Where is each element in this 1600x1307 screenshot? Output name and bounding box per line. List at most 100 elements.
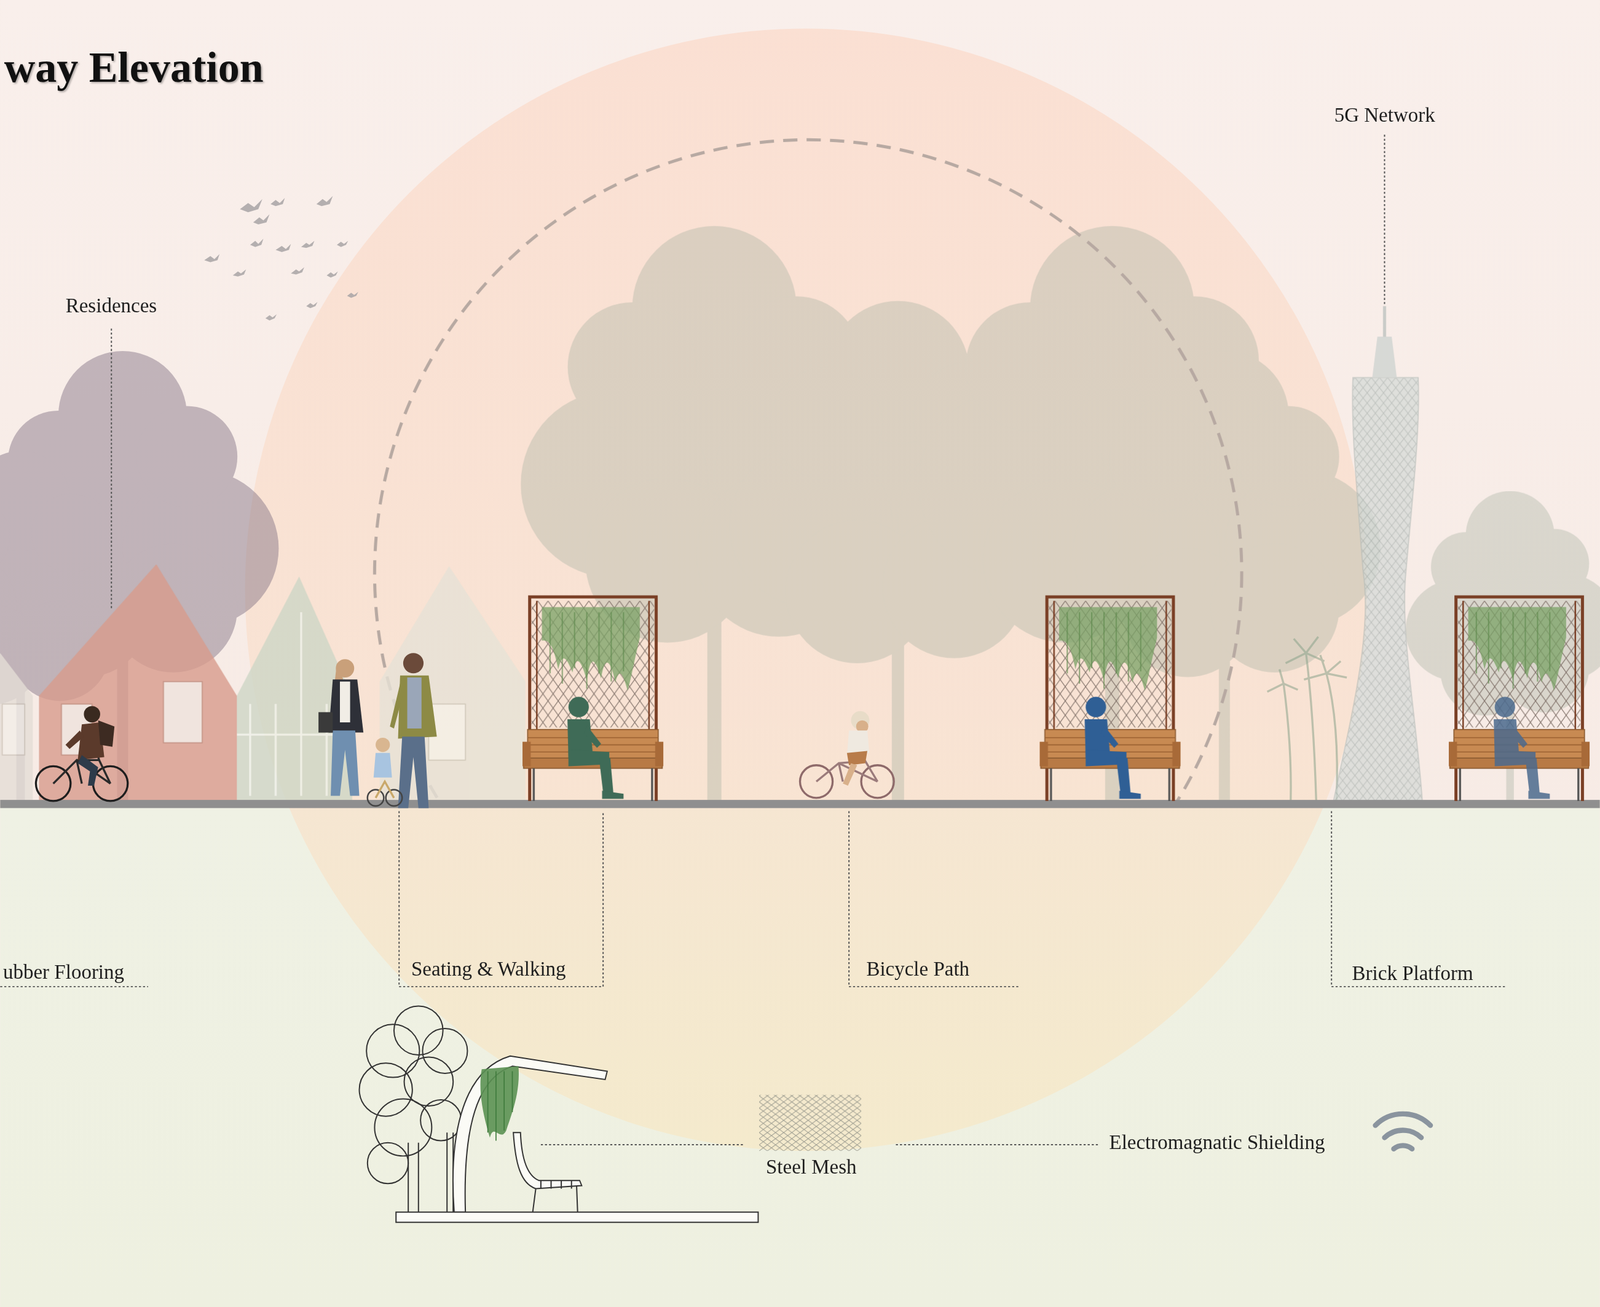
birds bbox=[265, 314, 277, 321]
leader-lines bbox=[540, 1143, 745, 1146]
material-label: Steel Mesh bbox=[765, 1154, 857, 1180]
swing-benches bbox=[522, 596, 1590, 801]
seated-people bbox=[567, 697, 624, 800]
background-trees bbox=[1405, 491, 1600, 801]
broadcast-tower bbox=[1333, 377, 1422, 801]
bench-detail-drawing bbox=[367, 1142, 409, 1184]
birds bbox=[301, 240, 315, 249]
walking-family bbox=[328, 679, 364, 733]
wifi-icon bbox=[1375, 1113, 1431, 1126]
adult-cyclist bbox=[35, 705, 128, 801]
birds bbox=[253, 214, 270, 225]
dashed-circle bbox=[374, 139, 1242, 802]
child-cyclist bbox=[847, 750, 868, 765]
palm-plants bbox=[1267, 669, 1299, 801]
walking-family bbox=[398, 675, 438, 739]
background-trees bbox=[520, 226, 1600, 801]
birds bbox=[204, 253, 220, 262]
birds bbox=[306, 301, 318, 308]
wifi-icon bbox=[1393, 1145, 1412, 1149]
walking-family bbox=[330, 730, 359, 796]
walking-family bbox=[389, 683, 404, 729]
residence-houses bbox=[0, 652, 33, 801]
walking-family bbox=[339, 681, 351, 723]
seated-people bbox=[1084, 697, 1141, 800]
bench-detail-drawing bbox=[420, 1099, 462, 1141]
dashed-circle bbox=[374, 139, 1242, 802]
sheet-title: way Elevation bbox=[4, 42, 264, 93]
birds bbox=[250, 238, 264, 247]
zone-label: Seating & Walking bbox=[411, 957, 567, 982]
birds bbox=[270, 197, 285, 206]
walking-family bbox=[318, 711, 333, 733]
broadcast-tower bbox=[1372, 336, 1398, 378]
bench-detail-drawing bbox=[374, 1098, 432, 1156]
bench-detail-drawing bbox=[453, 1056, 608, 1213]
bench-detail-drawing bbox=[513, 1132, 582, 1189]
swing-benches bbox=[522, 596, 664, 801]
walking-family bbox=[407, 677, 422, 729]
bench-detail-drawing bbox=[532, 1180, 578, 1212]
bench-detail-drawing bbox=[408, 1132, 454, 1212]
birds bbox=[347, 291, 359, 299]
bench-detail-drawing bbox=[359, 1062, 413, 1116]
leader-lines bbox=[848, 810, 1021, 986]
child-cyclist bbox=[842, 762, 857, 786]
leader-lines bbox=[1331, 810, 1505, 986]
steel-mesh-sample bbox=[759, 1094, 862, 1151]
birds bbox=[204, 196, 359, 321]
material-label: Brick Platform bbox=[1352, 961, 1474, 986]
residence-houses bbox=[38, 564, 237, 801]
bench-detail-drawing bbox=[404, 1056, 454, 1106]
seated-people bbox=[567, 697, 1550, 800]
birds bbox=[316, 196, 334, 207]
leader-lines bbox=[398, 810, 603, 986]
ground-line bbox=[0, 799, 1600, 808]
palm-plants bbox=[1267, 636, 1347, 801]
walking-family bbox=[375, 737, 390, 752]
adult-cyclist bbox=[65, 730, 85, 749]
bench-detail-drawing bbox=[395, 1212, 758, 1223]
hanging-plant-detail bbox=[480, 1065, 519, 1138]
leader-lines bbox=[0, 985, 149, 988]
walking-family bbox=[373, 752, 393, 778]
broadcast-tower bbox=[1333, 306, 1422, 801]
callout-label: 5G Network bbox=[1334, 103, 1436, 128]
adult-cyclist bbox=[77, 754, 98, 786]
broadcast-tower bbox=[1383, 306, 1387, 337]
broadcast-tower bbox=[1333, 377, 1422, 801]
seated-people bbox=[1493, 697, 1550, 800]
bench-detail-drawing bbox=[422, 1028, 468, 1074]
child-cyclist bbox=[800, 711, 895, 798]
residence-houses bbox=[2, 703, 26, 755]
leader-lines bbox=[896, 1143, 1101, 1146]
swing-benches bbox=[1040, 596, 1181, 801]
zone-label: Bicycle Path bbox=[866, 957, 970, 982]
residence-houses bbox=[0, 564, 526, 801]
birds bbox=[239, 199, 263, 213]
walking-family bbox=[318, 652, 438, 808]
walking-family bbox=[403, 652, 424, 674]
residence-houses bbox=[163, 681, 203, 744]
birds bbox=[290, 267, 305, 275]
bench-detail-drawing bbox=[359, 1005, 759, 1222]
callout-label: Residences bbox=[65, 293, 157, 319]
steel-mesh-sample bbox=[759, 1094, 862, 1151]
hanging-plant-detail bbox=[480, 1065, 519, 1141]
hanging-plant-detail bbox=[488, 1071, 513, 1141]
leader-lines bbox=[1383, 134, 1385, 305]
birds bbox=[275, 244, 291, 253]
child-cyclist bbox=[800, 765, 833, 798]
feature-label: Electromagnatic Shielding bbox=[1109, 1130, 1326, 1155]
child-cyclist bbox=[861, 765, 894, 798]
swing-benches bbox=[1448, 596, 1590, 801]
adult-cyclist bbox=[83, 705, 101, 723]
birds bbox=[326, 271, 338, 278]
leader-lines bbox=[110, 328, 112, 610]
wifi-icon bbox=[1384, 1129, 1422, 1138]
walking-family bbox=[375, 781, 395, 798]
adult-cyclist bbox=[98, 720, 115, 747]
